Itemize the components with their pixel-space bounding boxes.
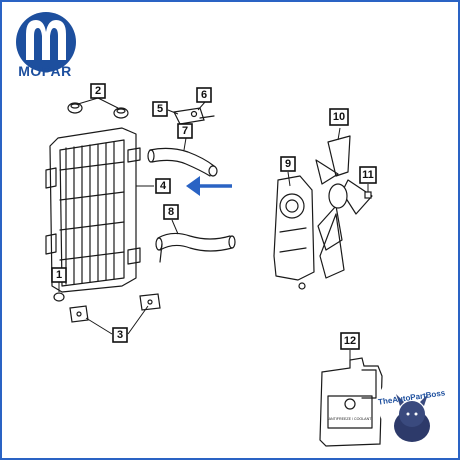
svg-text:5: 5: [157, 103, 163, 115]
part-1-drain-plug: [53, 282, 65, 302]
part-4-radiator: [45, 127, 154, 293]
jug-label: ANTIFREEZE / COOLANT: [329, 417, 373, 421]
svg-text:4: 4: [160, 180, 167, 192]
svg-text:7: 7: [182, 125, 188, 137]
part-10-fan-blade: [315, 127, 373, 279]
callout-11: 11: [359, 166, 377, 184]
callout-3: 3: [112, 327, 128, 343]
watermark-badge: TheAutoPartBoss: [378, 370, 446, 442]
callout-9: 9: [280, 156, 296, 172]
part-7-upper-hose: [147, 137, 218, 177]
svg-text:12: 12: [344, 335, 356, 347]
svg-text:11: 11: [362, 169, 374, 181]
callout-12: 12: [340, 332, 360, 350]
part-12-coolant-jug: ANTIFREEZE / COOLANT: [319, 350, 383, 447]
callout-10: 10: [329, 108, 349, 126]
callout-4: 4: [155, 178, 171, 194]
highlight-arrow: [186, 176, 232, 196]
part-3-brackets: [69, 293, 161, 335]
callout-5: 5: [152, 101, 168, 117]
svg-text:3: 3: [117, 329, 123, 341]
callout-2: 2: [90, 83, 106, 99]
svg-text:2: 2: [95, 85, 101, 97]
svg-text:9: 9: [285, 158, 291, 170]
callout-7: 7: [177, 123, 193, 139]
callout-8: 8: [163, 204, 179, 220]
part-5-6-bracket: [167, 101, 215, 125]
callout-1: 1: [51, 267, 67, 283]
brand-name: MOPAR: [18, 63, 72, 79]
part-11-clip: [364, 184, 372, 199]
part-9-fan-shroud: [273, 171, 315, 290]
svg-text:10: 10: [333, 111, 345, 123]
part-2-grommets: [67, 97, 129, 119]
callout-6: 6: [196, 87, 212, 103]
mopar-logo: MOPAR: [16, 12, 76, 79]
part-8-lower-hose: [155, 219, 236, 263]
svg-text:8: 8: [168, 206, 174, 218]
svg-text:1: 1: [56, 269, 62, 281]
svg-text:6: 6: [201, 89, 207, 101]
